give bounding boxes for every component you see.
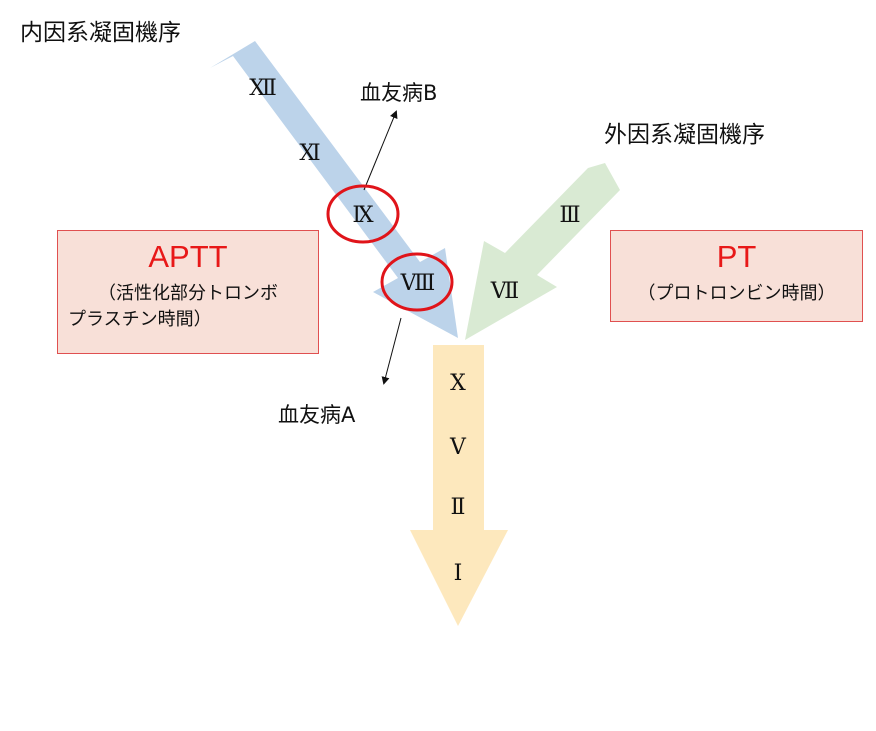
hemophilia-b-pointer	[363, 110, 398, 191]
factor-ix-highlight-circle	[326, 184, 400, 244]
common-pathway-arrow	[410, 345, 508, 626]
pt-full-name: （プロトロンビン時間）	[637, 283, 836, 304]
factor-ix-label: Ⅸ	[352, 202, 374, 227]
factor-xii-label: Ⅻ	[249, 75, 277, 100]
hemophilia-a-label: 血友病A	[278, 403, 356, 427]
intrinsic-pathway-title: 内因系凝固機序	[20, 20, 181, 46]
factor-i-label: Ⅰ	[454, 560, 463, 585]
extrinsic-pathway-title: 外因系凝固機序	[604, 122, 765, 148]
intrinsic-pathway-arrow	[210, 41, 458, 338]
factor-x-label: Ⅹ	[450, 370, 466, 395]
factor-v-label: Ⅴ	[449, 434, 467, 459]
extrinsic-pathway-arrow	[465, 163, 620, 340]
aptt-abbreviation: APTT	[148, 239, 228, 274]
aptt-full-name-line2: プラスチン時間）	[68, 309, 212, 330]
pt-abbreviation: PT	[716, 239, 757, 274]
factor-iii-label: Ⅲ	[559, 202, 580, 227]
aptt-test-box: APTT （活性化部分トロンボ プラスチン時間）	[57, 230, 319, 354]
hemophilia-b-label: 血友病B	[360, 81, 437, 105]
aptt-full-name-line1: （活性化部分トロンボ	[98, 283, 278, 304]
hemophilia-a-pointer	[381, 317, 402, 385]
pt-test-box: PT （プロトロンビン時間）	[610, 230, 863, 322]
factor-xi-label: Ⅺ	[299, 140, 320, 165]
factor-viii-highlight-circle	[380, 252, 454, 312]
factor-viii-label: Ⅷ	[400, 270, 436, 295]
factor-ii-label: Ⅱ	[451, 494, 466, 519]
factor-vii-label: Ⅶ	[490, 278, 519, 303]
